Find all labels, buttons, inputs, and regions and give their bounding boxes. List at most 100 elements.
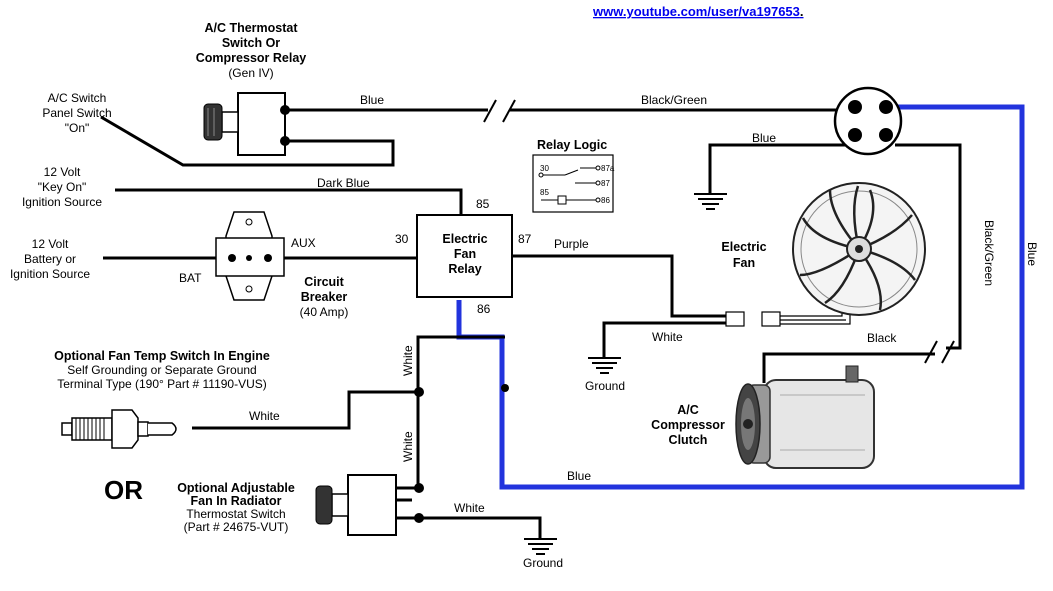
wire-label-black-green-side: Black/Green [982, 220, 996, 286]
fan-relay-box [416, 214, 513, 298]
relay-logic-title: Relay Logic [537, 138, 607, 152]
four-pin-connector [833, 86, 903, 156]
svg-text:87a: 87a [601, 164, 615, 173]
svg-text:86: 86 [601, 196, 610, 205]
white-radiator-bottom-wire [418, 516, 542, 538]
ground-symbol-bottom [524, 538, 557, 555]
svg-text:87: 87 [601, 179, 610, 188]
svg-text:Fan: Fan [733, 256, 755, 270]
ground-symbol-fan [588, 357, 621, 374]
wire-label-black-comp: Black [867, 331, 897, 345]
svg-text:Electric: Electric [442, 232, 487, 246]
svg-text:(Gen IV): (Gen IV) [228, 66, 273, 80]
breaker-aux-label: AUX [291, 236, 316, 250]
wire-label-dark-blue: Dark Blue [317, 176, 370, 190]
svg-text:A/C: A/C [677, 403, 699, 417]
wire-label-blue-top: Blue [360, 93, 384, 107]
wire-label-white-fan: White [652, 330, 683, 344]
relay-logic-box [532, 154, 614, 213]
radiator-switch-label: Optional Adjustable Fan In Radiator Ther… [177, 481, 295, 534]
wire-label-white-temp: White [249, 409, 280, 423]
svg-text:Fan In Radiator: Fan In Radiator [191, 494, 282, 508]
thermostat-switch [203, 92, 290, 156]
youtube-link[interactable]: www.youtube.com/user/va197653. [592, 4, 804, 19]
svg-text:A/C Switch: A/C Switch [48, 91, 107, 105]
breaker-bat-label: BAT [179, 271, 202, 285]
svg-text:Clutch: Clutch [669, 433, 708, 447]
black-comp-wire [762, 352, 935, 383]
purple-wire [512, 254, 728, 318]
blue-ground-wire [708, 143, 850, 193]
relay-pin-30: 30 [395, 232, 409, 246]
junction-dot-1 [414, 387, 424, 397]
svg-text:(40 Amp): (40 Amp) [300, 305, 349, 319]
junction-dot-4 [501, 384, 509, 392]
battery-label: 12 Volt Battery or Ignition Source [10, 237, 90, 281]
ac-compressor [735, 365, 875, 469]
svg-text:Circuit: Circuit [304, 275, 344, 289]
black-green-side-wire [895, 143, 962, 350]
wire-break-mark-1 [483, 99, 497, 123]
temp-sensor [61, 409, 177, 449]
svg-text:"On": "On" [65, 121, 90, 135]
wire-label-black-green-top: Black/Green [641, 93, 707, 107]
svg-text:85: 85 [540, 188, 549, 197]
svg-text:"Key On": "Key On" [38, 180, 87, 194]
relay-pin-86: 86 [477, 302, 491, 316]
wire-label-blue-ground: Blue [752, 131, 776, 145]
svg-text:12 Volt: 12 Volt [44, 165, 81, 179]
svg-text:Fan: Fan [454, 247, 476, 261]
wire-label-purple: Purple [554, 237, 589, 251]
temp-switch-label: Optional Fan Temp Switch In Engine Self … [54, 349, 270, 391]
svg-text:A/C Thermostat: A/C Thermostat [204, 21, 298, 35]
svg-text:Switch Or: Switch Or [222, 36, 280, 50]
wire-label-blue-side: Blue [1025, 242, 1039, 266]
svg-text:Ignition Source: Ignition Source [10, 267, 90, 281]
key-on-label: 12 Volt "Key On" Ignition Source [22, 165, 102, 209]
svg-text:Electric: Electric [721, 240, 766, 254]
electric-fan [725, 182, 926, 327]
circuit-breaker [215, 211, 285, 301]
svg-text:Breaker: Breaker [301, 290, 348, 304]
compressor-label: A/C Compressor Clutch [651, 403, 725, 447]
wire-label-white-vert-top: White [401, 345, 415, 376]
relay-label: Electric Fan Relay [442, 232, 487, 276]
wire-break-mark-3 [924, 340, 938, 364]
white-vertical-wire [416, 335, 505, 488]
wire-label-white-vert-bottom: White [401, 431, 415, 462]
wire-break-mark-2 [502, 99, 516, 123]
ground-symbol-top [694, 193, 727, 210]
ac-switch-wire [100, 115, 395, 167]
relay-logic-pins: 30 87a 87 85 86 [540, 164, 615, 205]
svg-text:(Part # 24675-VUT): (Part # 24675-VUT) [184, 520, 289, 534]
thermostat-label: A/C Thermostat Switch Or Compressor Rela… [196, 21, 307, 80]
svg-text:Compressor: Compressor [651, 418, 725, 432]
white-fan-wire [602, 321, 728, 357]
svg-text:12 Volt: 12 Volt [32, 237, 69, 251]
relay-pin-87: 87 [518, 232, 532, 246]
breaker-label: Circuit Breaker (40 Amp) [300, 275, 349, 319]
ground-label-bottom: Ground [523, 556, 563, 570]
or-label: OR [104, 475, 143, 505]
white-temp-wire [192, 390, 418, 430]
wire-label-blue-bottom: Blue [567, 469, 591, 483]
fan-label: Electric Fan [721, 240, 766, 270]
dark-blue-wire [115, 188, 463, 214]
radiator-switch [315, 474, 419, 536]
svg-text:Compressor Relay: Compressor Relay [196, 51, 307, 65]
svg-text:Terminal Type (190° Part # 111: Terminal Type (190° Part # 11190-VUS) [57, 377, 267, 391]
wire-label-white-bottom: White [454, 501, 485, 515]
ac-switch-label: A/C Switch Panel Switch "On" [42, 91, 111, 135]
relay-pin-85: 85 [476, 197, 490, 211]
ground-label-fan: Ground [585, 379, 625, 393]
svg-text:Panel Switch: Panel Switch [42, 106, 111, 120]
svg-text:Ignition Source: Ignition Source [22, 195, 102, 209]
svg-text:Optional Fan Temp Switch In En: Optional Fan Temp Switch In Engine [54, 349, 270, 363]
svg-text:30: 30 [540, 164, 549, 173]
wire-break-mark-4 [941, 340, 955, 364]
svg-text:Optional Adjustable: Optional Adjustable [177, 481, 295, 495]
svg-text:Battery or: Battery or [24, 252, 76, 266]
svg-text:Thermostat Switch: Thermostat Switch [186, 507, 285, 521]
svg-text:Relay: Relay [448, 262, 481, 276]
